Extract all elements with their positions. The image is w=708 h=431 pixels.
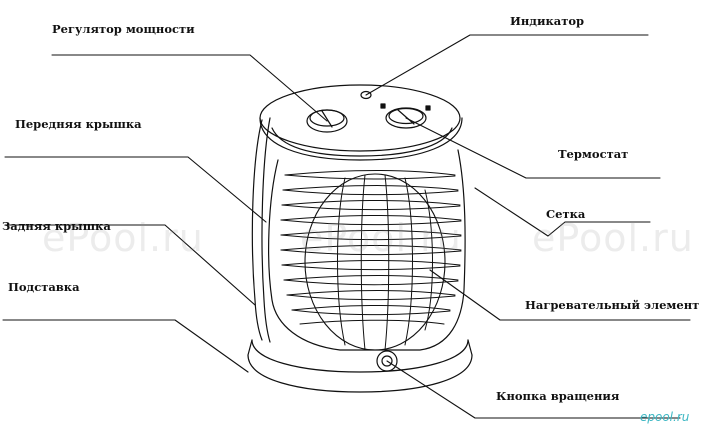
watermark-left: ePool.ru [42,216,204,260]
label-thermostat: Термостат [558,147,629,161]
label-mesh: Сетка [546,207,586,221]
label-front-cover: Передняя крышка [15,117,142,131]
label-rear-cover: Задняя крышка [2,219,111,233]
mesh-frame [304,173,446,351]
thermostat-knob-grip [397,109,415,125]
rear-housing-outline [251,119,263,341]
grille-slats [280,169,462,325]
thermostat-mark-right [425,105,431,111]
site-logo: epool.ru [640,410,690,424]
top-dome-rim [259,117,463,161]
power-knob-top [309,109,345,127]
thermostat-knob-top [388,107,424,125]
leader-lines [2,34,691,419]
top-dome-inner-rim [271,127,453,157]
rotation-button-core [381,355,393,367]
label-indicator: Индикатор [510,14,585,28]
power-knob-grip [321,110,333,128]
watermark-center: ePool.ru [300,216,462,260]
indicator-lamp [360,90,372,100]
rotation-button-ring [376,350,398,372]
label-heating-element: Нагревательный элемент [525,298,700,312]
base-side [247,354,473,393]
base-top [251,339,469,373]
label-stand: Подставка [8,280,80,294]
watermark-right: ePool.ru [532,216,694,260]
top-dome [259,84,461,152]
label-power-regulator: Регулятор мощности [52,22,195,36]
mesh-ribs [337,174,433,351]
rear-housing-inner [261,117,271,343]
thermostat-mark-left [380,103,386,109]
label-rotation-button: Кнопка вращения [496,389,620,403]
